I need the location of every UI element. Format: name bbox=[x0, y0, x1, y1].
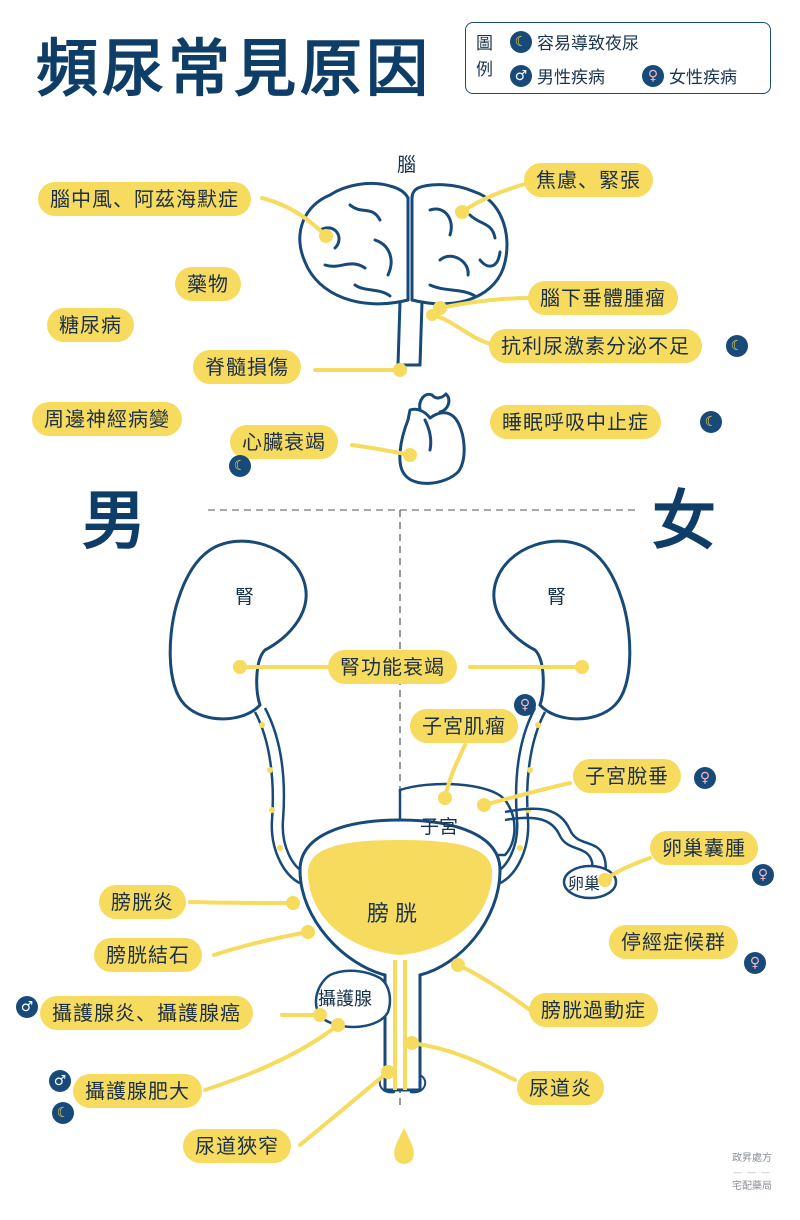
cause-anxiety-tension: 焦慮、緊張 bbox=[524, 163, 653, 197]
organ-label-brain: 腦 bbox=[397, 154, 417, 176]
cause-urethritis: 尿道炎 bbox=[517, 1071, 604, 1105]
female-icon: ♀ bbox=[744, 952, 766, 974]
cause-medication: 藥物 bbox=[175, 267, 241, 301]
cause-spinal-cord-injury: 脊髓損傷 bbox=[193, 350, 301, 384]
legend-item-male: ♂ 男性疾病 bbox=[510, 63, 605, 88]
cause-prostatitis-cancer: 攝護腺炎、攝護腺癌 bbox=[40, 996, 253, 1030]
credit-line2: 宅配藥局 bbox=[732, 1181, 772, 1192]
bladder-illustration bbox=[298, 818, 502, 1094]
organ-label-bladder: 膀胱 bbox=[367, 902, 424, 927]
cause-menopause-syndrome: 停經症候群 bbox=[609, 925, 738, 959]
cause-adh-deficiency: 抗利尿激素分泌不足 bbox=[489, 329, 702, 363]
organ-label-kidney-right: 腎 bbox=[547, 586, 567, 608]
ureters bbox=[253, 707, 547, 887]
ureter-flow-dots bbox=[259, 722, 541, 851]
credit: 政昇處方 — — — 宅配藥局 bbox=[722, 1152, 782, 1194]
page-title: 頻尿常見原因 bbox=[36, 32, 433, 105]
cause-heart-failure: 心臟衰竭 bbox=[230, 425, 338, 459]
cause-pituitary-tumor: 腦下垂體腫瘤 bbox=[528, 281, 678, 315]
female-label: 女 bbox=[652, 485, 716, 559]
credit-divider: — — — bbox=[733, 1168, 771, 1178]
connector-endpoints bbox=[233, 205, 612, 1079]
cause-diabetes: 糖尿病 bbox=[47, 308, 134, 342]
male-icon: ♂ bbox=[49, 1070, 71, 1092]
legend-item-label: 女性疾病 bbox=[669, 68, 737, 88]
legend-title: 圖例 bbox=[476, 34, 493, 80]
female-icon: ♀ bbox=[752, 864, 774, 886]
cause-cystitis: 膀胱炎 bbox=[99, 885, 186, 919]
organ-label-kidney-left: 腎 bbox=[235, 586, 255, 608]
cause-uterine-prolapse: 子宮脫垂 bbox=[573, 759, 681, 793]
moon-icon: ☾ bbox=[510, 30, 532, 53]
female-icon: ♀ bbox=[642, 64, 664, 87]
cause-stroke-alzheimers: 腦中風、阿茲海默症 bbox=[38, 182, 251, 216]
brain-illustration bbox=[298, 181, 509, 367]
legend-item-nocturia: ☾ 容易導致夜尿 bbox=[510, 29, 639, 54]
kidney-right-illustration bbox=[492, 539, 632, 721]
moon-icon: ☾ bbox=[229, 455, 251, 477]
legend-item-label: 男性疾病 bbox=[537, 68, 605, 88]
kidney-left-illustration bbox=[168, 539, 308, 721]
male-icon: ♂ bbox=[16, 996, 38, 1018]
cause-sleep-apnea: 睡眠呼吸中止症 bbox=[490, 405, 661, 439]
legend-item-female: ♀ 女性疾病 bbox=[642, 63, 737, 88]
cause-urethral-stricture: 尿道狹窄 bbox=[183, 1129, 291, 1163]
credit-line1: 政昇處方 bbox=[732, 1153, 772, 1164]
male-label: 男 bbox=[82, 485, 146, 559]
cause-ovarian-cyst: 卵巢囊腫 bbox=[650, 831, 758, 865]
moon-icon: ☾ bbox=[726, 335, 748, 357]
male-icon: ♂ bbox=[510, 64, 532, 87]
legend: 圖例 ☾ 容易導致夜尿 ♂ 男性疾病 ♀ 女性疾病 bbox=[465, 22, 771, 94]
female-icon: ♀ bbox=[694, 767, 716, 789]
heart-illustration bbox=[398, 392, 466, 485]
organ-label-ovary: 卵巢 bbox=[568, 874, 601, 893]
female-icon: ♀ bbox=[514, 694, 536, 716]
organ-label-uterus: 子宮 bbox=[420, 816, 459, 838]
cause-bph: 攝護腺肥大 bbox=[73, 1074, 202, 1108]
organ-label-prostate: 攝護腺 bbox=[318, 989, 372, 1010]
cause-peripheral-neuropathy: 周邊神經病變 bbox=[32, 402, 182, 436]
cause-uterine-fibroid: 子宮肌瘤 bbox=[410, 709, 518, 743]
urine-drop bbox=[394, 1128, 414, 1164]
cause-overactive-bladder: 膀胱過動症 bbox=[529, 993, 658, 1027]
moon-icon: ☾ bbox=[52, 1102, 74, 1124]
legend-item-label: 容易導致夜尿 bbox=[537, 34, 639, 54]
moon-icon: ☾ bbox=[700, 411, 722, 433]
cause-bladder-stone: 膀胱結石 bbox=[94, 938, 202, 972]
cause-renal-failure: 腎功能衰竭 bbox=[328, 650, 457, 684]
